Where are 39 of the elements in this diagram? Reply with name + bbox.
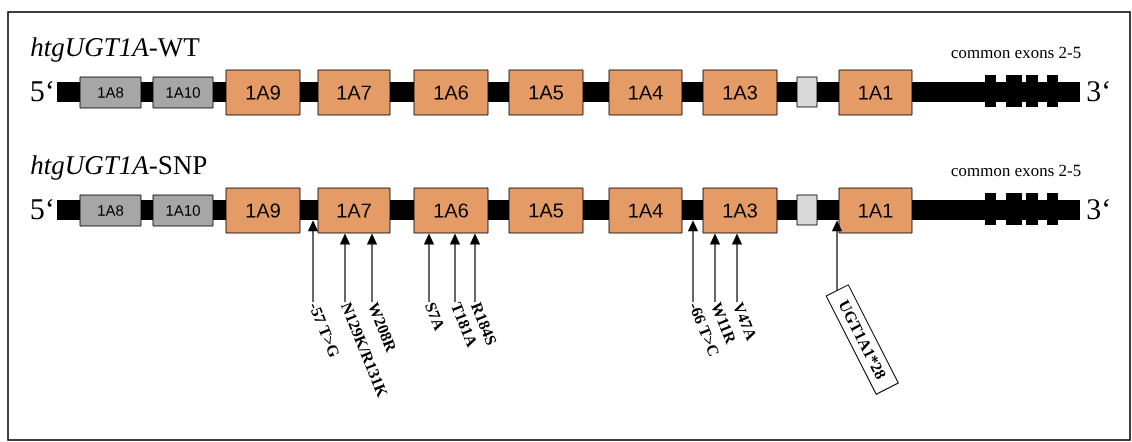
exon-box: 1A10 bbox=[152, 194, 214, 227]
region-label: common exons 2-5 bbox=[951, 164, 1081, 177]
exon-box: 1A5 bbox=[508, 187, 584, 234]
exon-bar bbox=[1047, 75, 1058, 107]
exon-box: 1A8 bbox=[79, 76, 142, 109]
exon-box: 1A3 bbox=[702, 187, 778, 234]
title: htgUGT1A-WT bbox=[31, 37, 200, 62]
end-label: 5‘ bbox=[31, 199, 53, 220]
exon-box: 1A9 bbox=[225, 187, 301, 234]
exon-bar bbox=[1006, 75, 1022, 107]
title: htgUGT1A-SNP bbox=[31, 155, 207, 180]
exon-box: 1A10 bbox=[152, 76, 214, 109]
exon-box: 1A4 bbox=[608, 69, 683, 116]
exon-box: 1A8 bbox=[79, 194, 142, 227]
exon-bar bbox=[1026, 193, 1038, 225]
exon-bar bbox=[1006, 193, 1022, 225]
exon-bar bbox=[1026, 75, 1038, 107]
region-label: common exons 2-5 bbox=[951, 46, 1081, 59]
exon-box: 1A9 bbox=[225, 69, 301, 116]
variant-label: S7A bbox=[425, 302, 444, 332]
exon-box: 1A1 bbox=[838, 187, 913, 234]
exon-box: 1A7 bbox=[317, 69, 391, 116]
variant-label: -57 T>G bbox=[311, 303, 339, 357]
end-label: 3‘ bbox=[1087, 81, 1109, 102]
exon-box: 1A6 bbox=[413, 69, 489, 116]
exon-box: 1A6 bbox=[413, 187, 489, 234]
exon-bar bbox=[985, 75, 996, 107]
end-label: 5‘ bbox=[31, 81, 53, 102]
exon-box bbox=[796, 194, 818, 226]
exon-bar bbox=[1047, 193, 1058, 225]
exon-box: 1A7 bbox=[317, 187, 391, 234]
exon-bar bbox=[985, 193, 996, 225]
variant-label: V47A bbox=[734, 301, 756, 342]
exon-box bbox=[796, 76, 818, 108]
end-label: 3‘ bbox=[1087, 199, 1109, 220]
exon-box: 1A5 bbox=[508, 69, 584, 116]
exon-box: 1A3 bbox=[702, 69, 778, 116]
exon-box: 1A4 bbox=[608, 187, 683, 234]
exon-box: 1A1 bbox=[838, 69, 913, 116]
